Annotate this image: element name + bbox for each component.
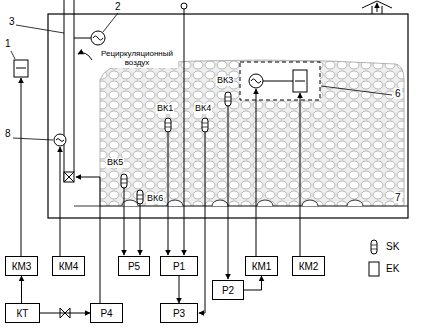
legend-entry: SK	[386, 241, 399, 252]
equipment-group	[249, 74, 263, 88]
signal-wire	[300, 93, 301, 256]
recirculation-duct	[64, 0, 65, 182]
legend-entry: EK	[386, 263, 399, 274]
box-label: КМ2	[299, 261, 319, 272]
relay-box: КМ3	[5, 256, 38, 276]
relay-box: Р2	[212, 280, 244, 300]
temperature-sensor	[225, 92, 231, 106]
equipment-group	[240, 62, 320, 100]
signal-wire	[21, 9, 300, 313]
heater-legend-symbol	[369, 262, 379, 276]
temperature-sensor	[121, 3, 377, 254]
signal-connector	[179, 276, 180, 303]
signal-wire	[184, 9, 185, 255]
relay-box: КМ4	[52, 256, 85, 276]
recirculation-duct	[78, 53, 92, 60]
recirculation-duct	[64, 172, 74, 182]
callout-number: 2	[114, 1, 122, 12]
temperature-sensor	[371, 240, 377, 254]
equipment-group	[293, 70, 307, 92]
roof-vent	[382, 6, 383, 14]
fan-motor	[91, 31, 105, 45]
temperature-sensor	[137, 190, 143, 204]
signal-wire	[199, 132, 205, 313]
legend-text: EK	[386, 263, 399, 274]
relay-box: КМ2	[292, 256, 325, 276]
sensor-name: ВК1	[156, 104, 174, 114]
signal-wire	[256, 89, 257, 256]
relay-box: КМ1	[245, 256, 278, 276]
signal-wire	[228, 106, 229, 279]
temperature-sensor	[121, 97, 377, 249]
signal-wire	[168, 132, 169, 255]
recirculation-duct	[64, 172, 74, 182]
heater-symbol	[14, 60, 28, 77]
signal-wire	[21, 78, 22, 256]
equipment-group	[251, 79, 261, 83]
fan-motor	[54, 31, 105, 146]
callout-number: 6	[394, 88, 402, 99]
leader-line	[321, 86, 392, 95]
temperature-sensor	[181, 3, 187, 9]
fan-motor	[56, 139, 64, 142]
relay-box: Р5	[118, 256, 150, 276]
box-label: Р3	[173, 308, 185, 319]
leader-line	[16, 25, 64, 33]
roof-vent	[362, 1, 392, 14]
callout-number: 1	[4, 38, 12, 49]
signal-wire	[140, 204, 141, 255]
box-label: КМ3	[12, 261, 32, 272]
fan-motor	[54, 134, 66, 146]
signal-connector	[244, 276, 262, 290]
signal-connector	[40, 313, 90, 314]
temperature-sensor	[121, 174, 127, 188]
air-flow-note: Рециркуляционный воздух	[96, 50, 178, 68]
legend-text: SK	[386, 241, 399, 252]
leader-line	[13, 138, 53, 140]
temperature-sensor	[165, 118, 171, 132]
sensor-name: ВК4	[194, 104, 212, 114]
callout-number: 7	[394, 192, 402, 203]
equipment-group	[240, 62, 320, 100]
recirculation-duct	[64, 0, 92, 182]
box-label: КТ	[17, 308, 29, 319]
fan-motor	[74, 38, 91, 39]
sensor-name: ВК3	[216, 76, 234, 86]
box-label: Р5	[128, 261, 140, 272]
recirculation-duct	[74, 0, 75, 172]
roof-vent	[377, 3, 378, 12]
callout-number: 3	[8, 16, 16, 27]
leader-line	[11, 51, 15, 59]
roof-vent	[372, 6, 373, 14]
leader-line	[11, 13, 392, 140]
sensor-name: ВК6	[146, 194, 164, 204]
box-label: Р1	[173, 261, 185, 272]
relay-box: Р3	[160, 303, 198, 323]
signal-wire	[60, 147, 61, 256]
box-label: КМ1	[252, 261, 272, 272]
heater-symbol	[14, 60, 28, 77]
equipment-group	[295, 81, 305, 82]
heater-legend-symbol	[369, 262, 379, 276]
fan-motor	[93, 36, 103, 40]
box-label: КМ4	[59, 261, 79, 272]
signal-wire	[124, 188, 125, 255]
heater-symbol	[16, 68, 26, 69]
sensor-name: ВК5	[106, 158, 124, 168]
storage-room	[100, 60, 404, 206]
leader-line	[103, 13, 118, 32]
signal-wire	[76, 177, 100, 303]
relay-box: Р1	[160, 256, 198, 276]
signal-connector	[21, 276, 22, 303]
callout-number: 8	[4, 128, 12, 139]
temperature-sensor	[202, 118, 208, 132]
box-label: Р4	[100, 308, 112, 319]
equipment-group	[263, 81, 293, 82]
relay-box: КТ	[5, 303, 40, 323]
box-label: Р2	[222, 285, 234, 296]
relay-box: Р4	[90, 303, 123, 323]
